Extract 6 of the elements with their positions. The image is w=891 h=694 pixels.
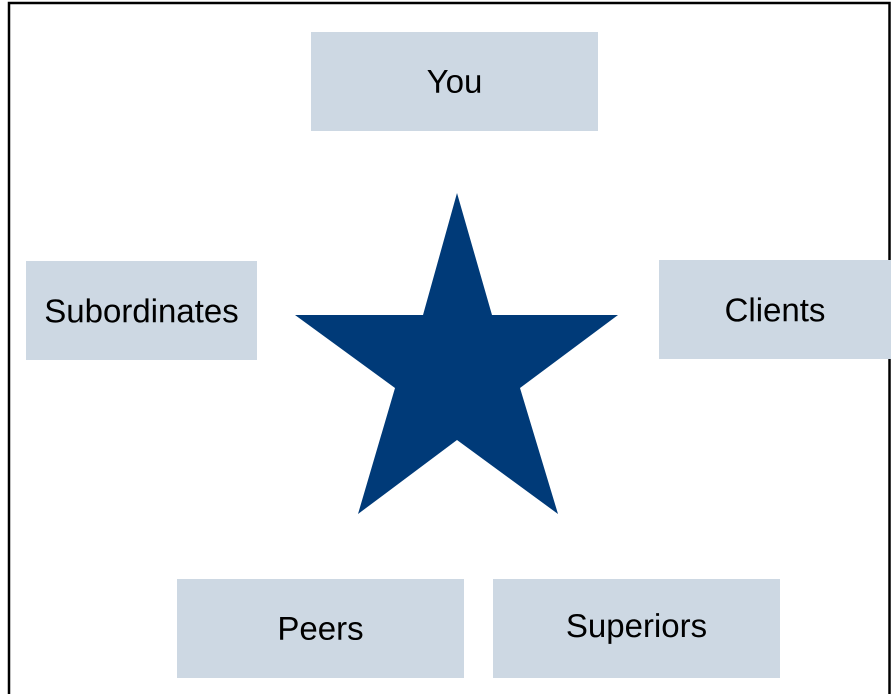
label-box: You [311, 32, 598, 131]
star-shape [295, 193, 618, 514]
label-box: Subordinates [26, 261, 257, 360]
label-box: Peers [177, 579, 464, 678]
label-box: Superiors [493, 579, 780, 678]
label-box: Clients [659, 260, 891, 359]
